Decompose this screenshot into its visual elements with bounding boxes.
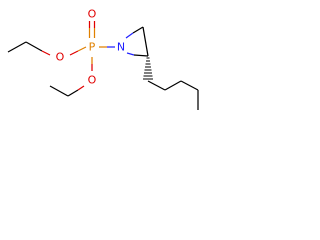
atom-p: P [89, 41, 96, 54]
atom-o-carbonyl: O [88, 8, 97, 21]
atom-o-ethoxy-upper: O [56, 51, 65, 64]
structure-canvas: O P O O N [7, 8, 199, 110]
ethyl-group-lower [49, 85, 85, 97]
bond-o-ch2-upper-red [41, 50, 51, 56]
atom-o-ethoxy-lower: O [88, 74, 97, 87]
ethyl-group-upper [7, 41, 43, 53]
atom-n: N [117, 41, 125, 54]
aziridine-ring [125, 26, 149, 57]
bond-ch3-ch2-upper [7, 41, 27, 53]
butyl-chain [147, 80, 199, 110]
bond-o1-p-red [69, 50, 79, 56]
bond-o1-p-orange [77, 46, 87, 52]
double-bond-p-o [88, 21, 96, 38]
bond-ch2-o-upper [25, 41, 43, 52]
stereo-hash-bond [143, 57, 153, 80]
